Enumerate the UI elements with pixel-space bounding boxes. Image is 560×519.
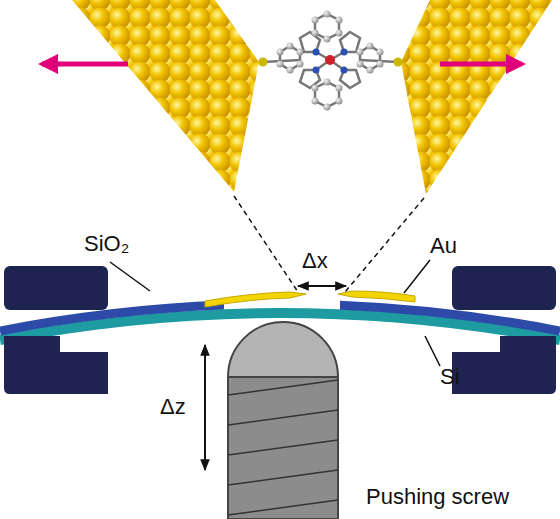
pushing-screw (228, 322, 338, 519)
part-label: Au (430, 235, 457, 257)
part-label: SiO₂ (84, 233, 129, 255)
dimension-arrow (204, 345, 206, 470)
part-label: Pushing screw (366, 486, 509, 508)
molecule (263, 14, 398, 107)
leader-line (110, 262, 150, 291)
leader-line (404, 260, 430, 293)
projection-line (345, 198, 424, 292)
projection-line (234, 196, 298, 292)
gold-cluster (72, 0, 259, 192)
dimension-arrow (298, 285, 346, 287)
pull-arrow (42, 62, 128, 67)
gold-cluster (401, 0, 552, 194)
clamp (4, 266, 556, 394)
atoms (259, 11, 403, 111)
dimension-label: Δz (160, 396, 186, 418)
gold-electrode (205, 292, 306, 307)
leader-line (425, 336, 440, 366)
dimension-label: Δx (302, 250, 328, 272)
part-label: Si (440, 366, 460, 388)
pull-arrow (440, 62, 522, 67)
gold-electrode (338, 291, 415, 302)
